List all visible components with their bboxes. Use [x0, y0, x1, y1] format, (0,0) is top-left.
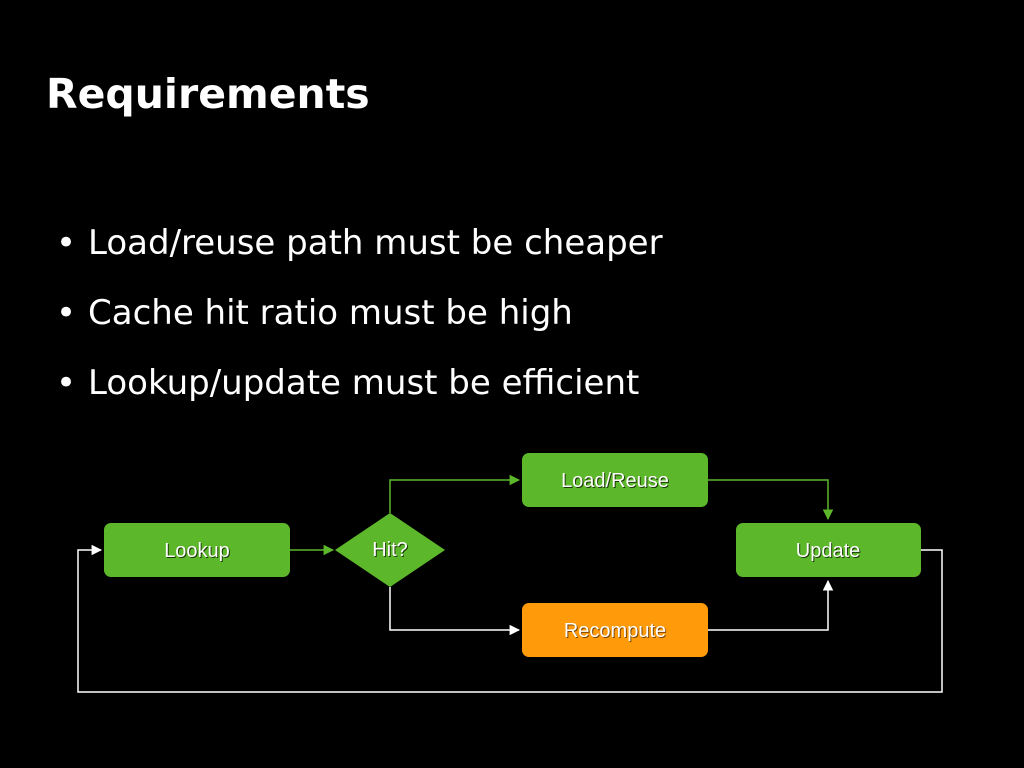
- edge-update-to-lookup-loop: [77, 544, 943, 693]
- bullet-list: • Load/reuse path must be cheaper • Cach…: [56, 219, 663, 429]
- bullet-marker: •: [56, 363, 77, 403]
- bullet-text: Cache hit ratio must be high: [88, 293, 573, 333]
- load-reuse-label-shadow: Load/Reuse: [562, 471, 670, 493]
- lookup-label-shadow: Lookup: [165, 541, 231, 563]
- slide-title: Requirements: [46, 70, 370, 118]
- recompute-node: Recompute Recompute: [522, 603, 708, 657]
- edge-hit-to-recompute: [389, 587, 521, 636]
- recompute-label: Recompute: [564, 620, 666, 642]
- load-reuse-node: Load/Reuse Load/Reuse: [522, 453, 708, 507]
- lookup-node: Lookup Lookup: [104, 523, 290, 577]
- hit-decision-node: Hit? Hit?: [335, 513, 445, 587]
- bullet-text: Load/reuse path must be cheaper: [88, 223, 663, 263]
- hit-label: Hit?: [372, 539, 408, 561]
- load-reuse-label: Load/Reuse: [561, 470, 669, 492]
- bullet-marker: •: [56, 223, 77, 263]
- bullet-item: • Cache hit ratio must be high: [56, 289, 663, 359]
- edge-recompute-to-update: [708, 579, 834, 631]
- bullet-marker: •: [56, 293, 77, 333]
- update-label-shadow: Update: [797, 541, 862, 563]
- update-label: Update: [796, 540, 861, 562]
- bullet-text: Lookup/update must be efficient: [88, 363, 640, 403]
- edge-hit-to-load-reuse: [389, 474, 521, 513]
- hit-label-shadow: Hit?: [373, 540, 409, 562]
- recompute-label-shadow: Recompute: [565, 621, 667, 643]
- update-node: Update Update: [736, 523, 921, 577]
- bullet-item: • Load/reuse path must be cheaper: [56, 219, 663, 289]
- lookup-label: Lookup: [164, 540, 230, 562]
- edge-load-reuse-to-update: [708, 479, 834, 521]
- bullet-item: • Lookup/update must be efficient: [56, 359, 663, 429]
